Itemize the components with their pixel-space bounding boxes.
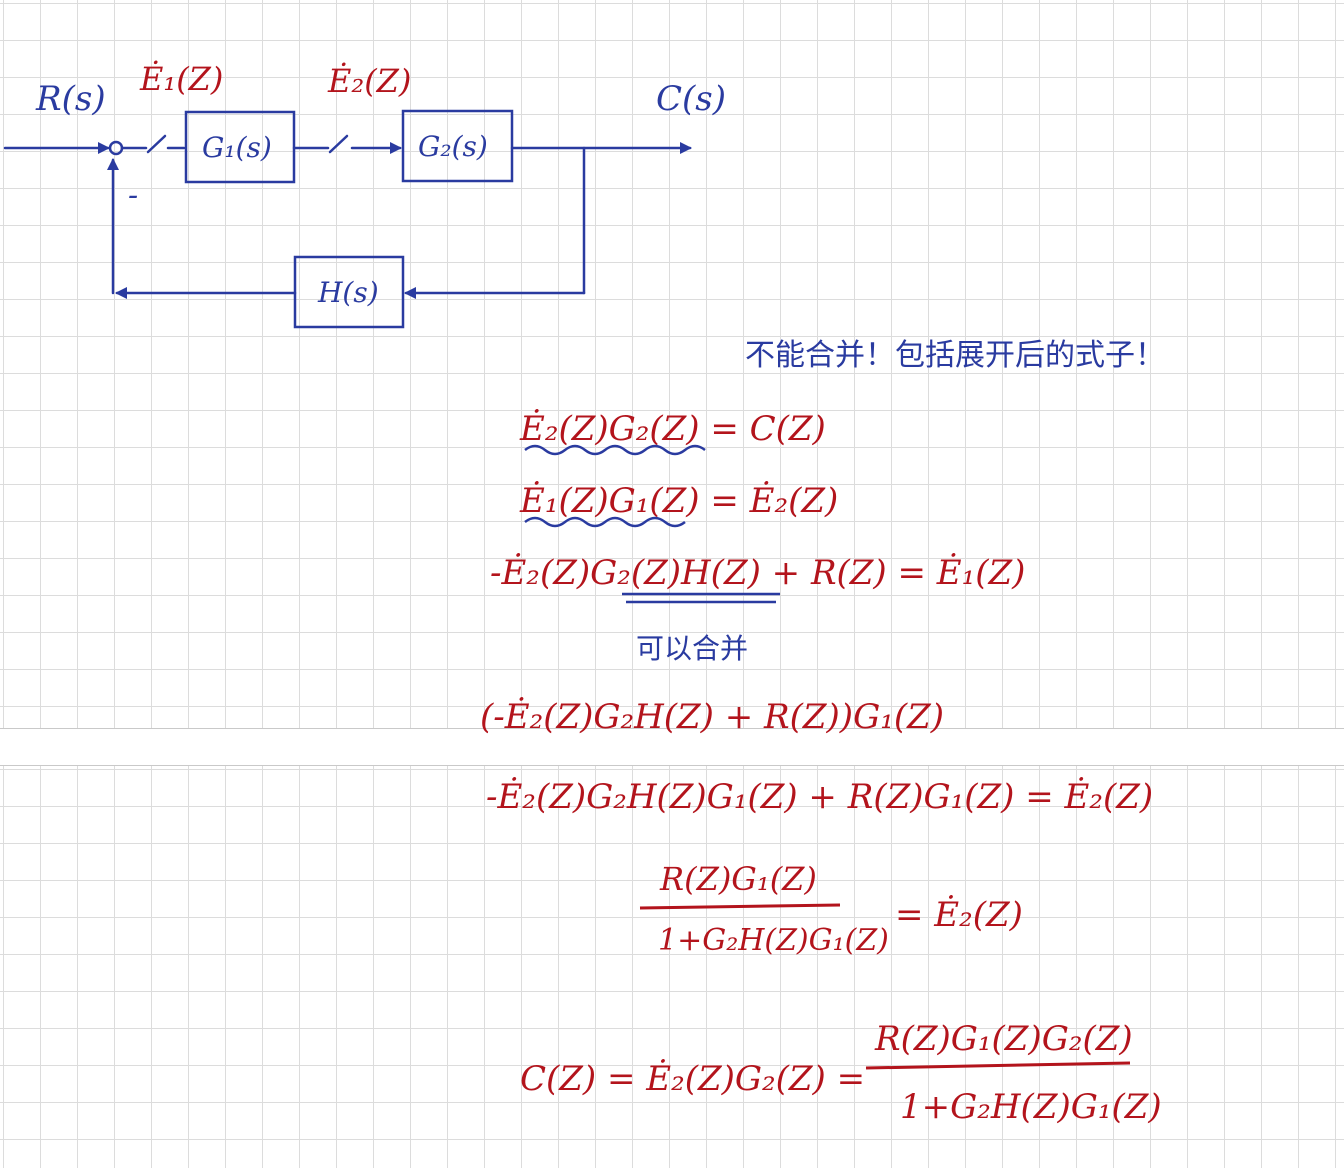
block-g1-label: G₁(s): [202, 131, 272, 164]
equation-2: Ė₁(Z)G₁(Z) = Ė₂(Z): [519, 481, 838, 521]
equation-7-denominator: 1+G₂H(Z)G₁(Z): [900, 1087, 1162, 1127]
equation-6-fraction-bar: [639, 903, 841, 910]
label-input-r: R(s): [35, 79, 106, 119]
label-e2: Ė₂(Z): [327, 62, 411, 100]
sampler-switch-2-blade: [328, 134, 349, 154]
summing-junction: [108, 140, 124, 156]
equation-6-numerator: R(Z)G₁(Z): [659, 860, 817, 898]
grid-paper-page-2: [0, 765, 1344, 1168]
label-output-c: C(s): [656, 79, 726, 119]
sampler-switch-1-blade: [146, 134, 167, 154]
equation-7-numerator: R(Z)G₁(Z)G₂(Z): [874, 1019, 1133, 1059]
label-e1: Ė₁(Z): [139, 60, 223, 98]
wavy-underline-eq1: [524, 444, 706, 456]
block-diagram: [3, 109, 692, 329]
block-g2-label: G₂(s): [418, 130, 488, 163]
block-g2: [401, 109, 514, 183]
note-can-merge: 可以合并: [636, 632, 748, 665]
label-minus-sign: -: [128, 178, 138, 213]
wavy-underline-eq2: [524, 516, 686, 528]
equation-5: -Ė₂(Z)G₂H(Z)G₁(Z) + R(Z)G₁(Z) = Ė₂(Z): [486, 777, 1153, 817]
block-h-label: H(s): [317, 276, 379, 309]
equation-4: (-Ė₂(Z)G₂H(Z) + R(Z))G₁(Z): [480, 697, 944, 737]
equation-7-fraction-bar: [865, 1061, 1131, 1070]
grid-paper-page-1: [0, 0, 1344, 729]
equation-6-denominator: 1+G₂H(Z)G₁(Z): [658, 923, 889, 958]
note-cannot-merge: 不能合并！包括展开后的式子！: [745, 338, 1165, 373]
equation-3: -Ė₂(Z)G₂(Z)H(Z) + R(Z) = Ė₁(Z): [490, 553, 1025, 593]
equation-6-rhs: = Ė₂(Z): [895, 895, 1023, 935]
equation-7-lhs: C(Z) = Ė₂(Z)G₂(Z) =: [520, 1059, 865, 1099]
page-gap: [0, 729, 1344, 765]
equation-1: Ė₂(Z)G₂(Z) = C(Z): [519, 409, 826, 449]
